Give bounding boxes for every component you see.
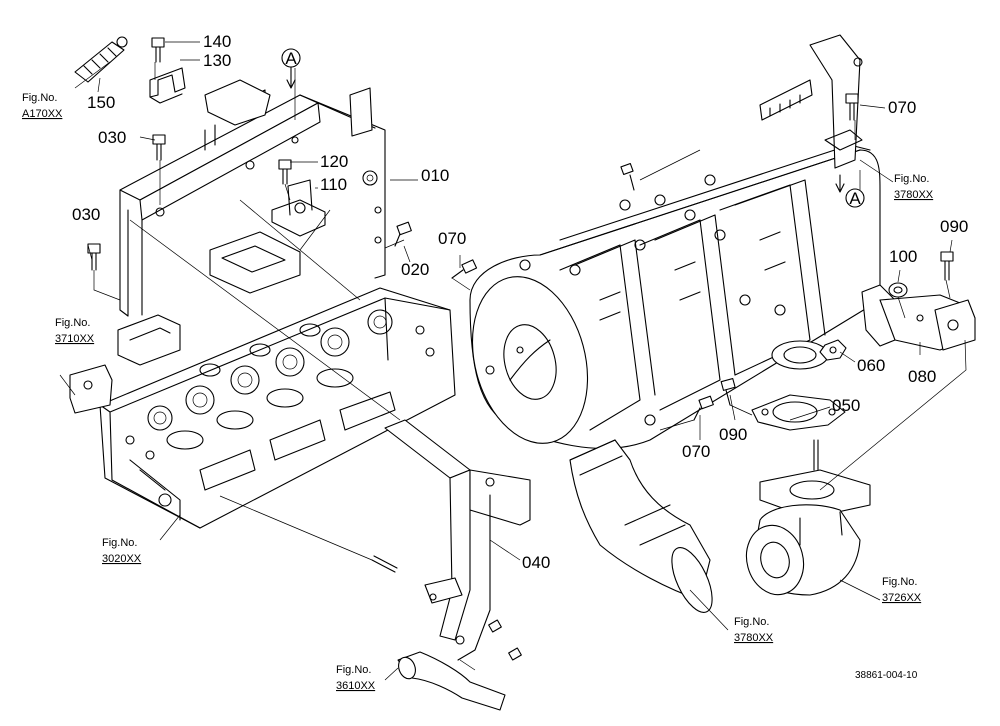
marker-a-right-text: A: [849, 189, 861, 208]
outlet-pipe: [569, 439, 713, 613]
fig-ref-3726: Fig.No. 3726XX: [882, 576, 922, 604]
fig-ref-3710-number: 3710XX: [55, 333, 95, 345]
label-020: 020: [401, 260, 429, 279]
label-090-upper: 090: [940, 217, 968, 236]
dpf-muffler: [469, 144, 881, 449]
mount-bracket-3710: [69, 364, 113, 414]
fig-ref-3780-top-number: 3780XX: [894, 189, 934, 201]
bolt-140: [151, 37, 165, 63]
fig-ref-3780-top: Fig.No. 3780XX: [894, 173, 934, 201]
label-090-lower: 090: [719, 425, 747, 444]
bolt-090-upper: [940, 251, 954, 281]
label-120: 120: [320, 152, 348, 171]
bolt-090-lower: [720, 378, 736, 406]
label-100: 100: [889, 247, 917, 266]
ref-marker-a-right: A: [835, 174, 865, 208]
bracket-110: [271, 199, 326, 237]
leader-lines: [59, 41, 953, 681]
bolt-120: [278, 159, 292, 185]
fig-ref-3780-bottom: Fig.No. 3780XX: [734, 616, 774, 644]
label-140: 140: [203, 32, 231, 51]
bolt-030-upper: [152, 134, 166, 161]
bolt-070-left: [451, 259, 478, 279]
label-010: 010: [421, 166, 449, 185]
label-040: 040: [522, 553, 550, 572]
label-130: 130: [203, 51, 231, 70]
plate-130: [149, 67, 186, 98]
fig-ref-3710: Fig.No. 3710XX: [55, 317, 95, 345]
bolt-040-lower: [488, 619, 522, 661]
fig-ref-3780-bottom-number: 3780XX: [734, 632, 774, 644]
label-070-right: 070: [888, 98, 916, 117]
bracket-040: [384, 419, 531, 661]
label-150: 150: [87, 93, 115, 112]
bolt-030-lower: [87, 243, 101, 271]
bolt-070-lower: [693, 395, 714, 421]
upper-bracket-3780: [759, 34, 863, 169]
fig-ref-a170-number: A170XX: [22, 108, 63, 120]
fig-label: Fig.No.: [22, 92, 57, 104]
bracket-010: [119, 79, 386, 317]
cylinder-head: [99, 231, 456, 529]
clamp-150: [74, 36, 128, 83]
label-030-lower: 030: [72, 205, 100, 224]
fig-ref-a170: Fig.No. A170XX: [22, 92, 63, 120]
gasket-050: [751, 394, 846, 431]
label-030-upper: 030: [98, 128, 126, 147]
fig-ref-3610-number: 3610XX: [336, 680, 376, 692]
bolt-070-right: [845, 93, 859, 121]
fig-ref-3726-number: 3726XX: [882, 592, 922, 604]
label-050: 050: [832, 396, 860, 415]
turbo-elbow-3726: [745, 469, 871, 596]
label-070-lower: 070: [682, 442, 710, 461]
nut-060: [819, 339, 847, 361]
label-080: 080: [908, 367, 936, 386]
fig-label: Fig.No.: [102, 537, 137, 549]
marker-a-top-text: A: [285, 49, 297, 68]
nut-100: [888, 282, 908, 298]
fig-label: Fig.No.: [55, 317, 90, 329]
hose-3610: [397, 651, 506, 711]
bracket-080: [861, 284, 976, 351]
drawing-code: 38861-004-10: [855, 670, 918, 681]
bolt-020: [394, 221, 412, 247]
fig-label: Fig.No.: [882, 576, 917, 588]
fig-ref-3020-number: 3020XX: [102, 553, 142, 565]
fig-label: Fig.No.: [336, 664, 371, 676]
label-070-left: 070: [438, 229, 466, 248]
fig-ref-3610: Fig.No. 3610XX: [336, 664, 376, 692]
label-110: 110: [320, 175, 347, 194]
fig-label: Fig.No.: [894, 173, 929, 185]
fig-label: Fig.No.: [734, 616, 769, 628]
label-060: 060: [857, 356, 885, 375]
fig-ref-3020: Fig.No. 3020XX: [102, 537, 142, 565]
bolt-dpf-top: [620, 162, 635, 191]
ref-marker-a-top: A: [281, 48, 301, 89]
alignment-lines: [93, 62, 967, 671]
